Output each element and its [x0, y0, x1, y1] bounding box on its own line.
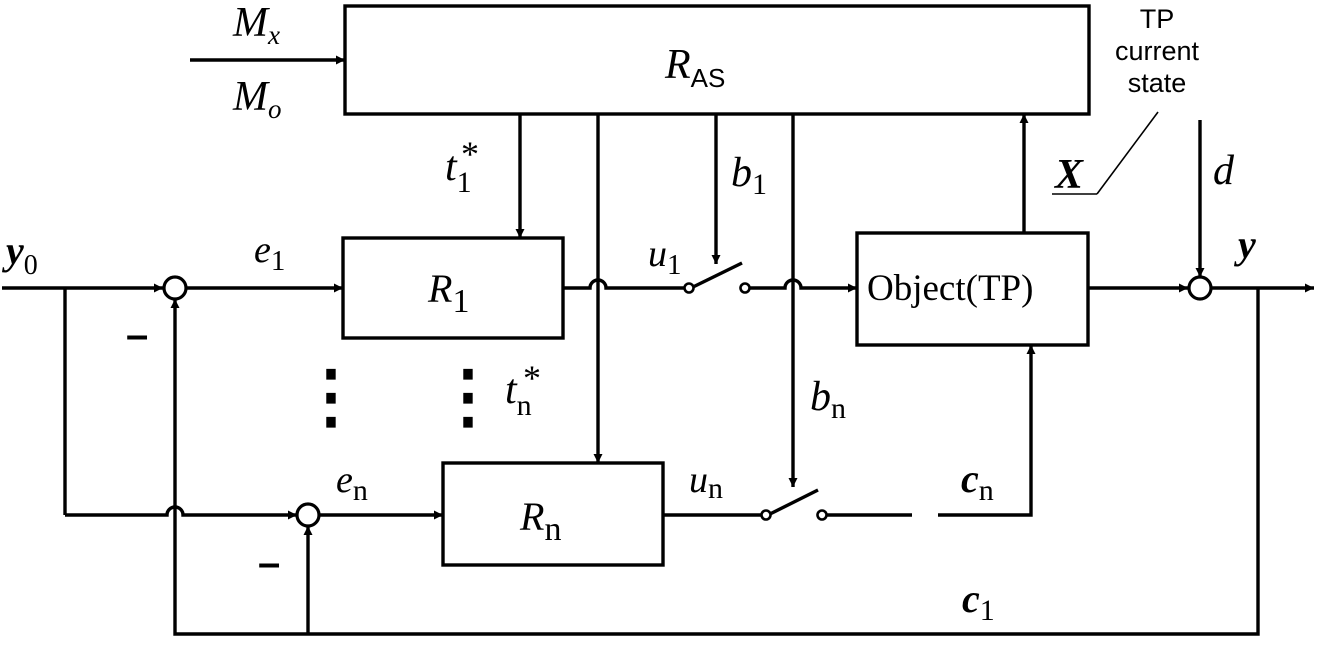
annotation-leader-line [1096, 111, 1159, 195]
vertical-ellipsis-left: ⋮ [296, 359, 366, 436]
tn-star: * [523, 358, 541, 398]
summing-junction-n [295, 502, 321, 528]
d-label: d [1213, 148, 1235, 194]
u1-output-line [749, 278, 857, 293]
object-block [855, 231, 1090, 347]
annotation-line-1: TP [1140, 4, 1175, 34]
summing-junction-1 [162, 275, 188, 301]
ras-label: RAS [664, 42, 725, 93]
y0-label: y0 [2, 228, 38, 281]
switch-un-left-contact [760, 509, 772, 521]
r1-output-line [563, 278, 685, 290]
u1-label: u1 [648, 233, 682, 281]
e1-label: e1 [254, 229, 285, 277]
t1-star: * [461, 134, 479, 174]
en-label: en [336, 459, 368, 507]
minus-sign-1: – [126, 313, 148, 357]
annotation-line-3: state [1128, 68, 1187, 98]
t1-label: t1 [445, 144, 472, 199]
summing-junction-output [1187, 275, 1213, 301]
x-label: X [1053, 152, 1084, 198]
mo-label: Mo [232, 74, 282, 124]
switch-un-right-contact [816, 509, 828, 521]
feedback-c1-line [170, 288, 1260, 636]
y-output-label: y [1234, 222, 1256, 267]
vertical-ellipsis-right: ⋮ [433, 359, 503, 436]
switch-un-blade [769, 488, 819, 516]
object-label: Object(TP) [867, 268, 1033, 309]
bn-label: bn [810, 374, 846, 425]
switch-u1-right-contact [739, 282, 751, 294]
ras-block [343, 4, 1091, 116]
tn-label: tn [505, 367, 532, 422]
c1-label: c1 [962, 576, 995, 627]
switch-u1-blade [692, 261, 743, 289]
minus-sign-n: – [258, 541, 280, 585]
annotation-line-2: current [1115, 36, 1200, 66]
y0-to-sum-n-line [65, 505, 297, 520]
r1-label: R1 [427, 266, 469, 320]
un-label: un [689, 459, 723, 505]
cn-label: cn [961, 456, 994, 507]
cn-path [938, 345, 1036, 517]
b1-label: b1 [731, 150, 767, 201]
switch-u1-left-contact [683, 282, 695, 294]
mx-label: Mx [232, 0, 280, 50]
rn-label: Rn [519, 494, 561, 548]
rn-block [441, 461, 665, 567]
